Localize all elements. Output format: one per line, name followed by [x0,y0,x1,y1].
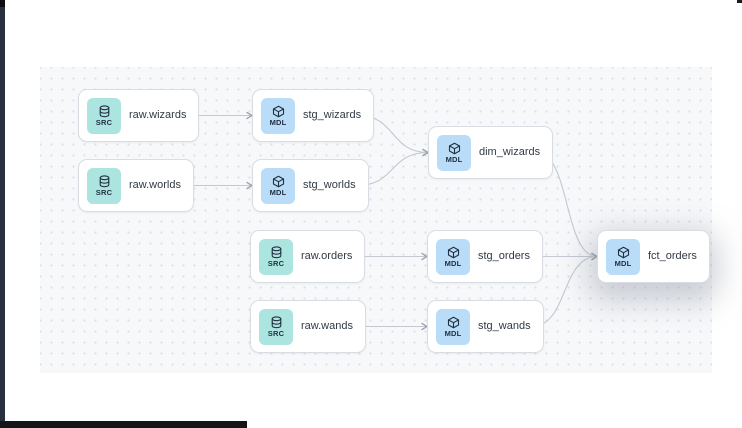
badge-label: SRC [267,328,285,338]
node-stg_wands[interactable]: MDL stg_wands [427,300,544,353]
badge-label: SRC [95,187,113,197]
database-icon [271,246,281,259]
node-type-badge: SRC [259,238,293,275]
node-label: raw.worlds [129,179,181,191]
node-label: raw.orders [301,250,353,262]
node-label: stg_orders [478,250,530,262]
node-type-badge: MDL [437,134,471,171]
node-label: stg_wands [478,320,531,332]
cube-icon [447,316,459,329]
window-frame-corner [737,0,742,3]
node-raw.wizards[interactable]: SRC raw.wizards [78,89,200,142]
database-icon [271,316,281,329]
node-type-badge: SRC [87,97,121,134]
badge-label: MDL [269,117,287,127]
node-raw.worlds[interactable]: SRC raw.worlds [78,159,194,212]
badge-label: SRC [267,258,285,268]
node-label: stg_wizards [303,109,362,121]
window-frame-left-cap [0,0,5,7]
node-stg_orders[interactable]: MDL stg_orders [427,230,543,283]
node-fct_orders[interactable]: MDL fct_orders [597,230,710,283]
database-icon [99,105,109,118]
node-label: raw.wizards [129,109,187,121]
cube-icon [617,246,629,259]
node-stg_wizards[interactable]: MDL stg_wizards [252,89,375,142]
window-frame-bottom [0,421,247,428]
badge-label: SRC [95,117,113,127]
database-icon [99,175,109,188]
cube-icon [272,175,284,188]
badge-label: MDL [444,328,462,338]
node-stg_worlds[interactable]: MDL stg_worlds [252,159,369,212]
badge-label: MDL [445,154,463,164]
node-type-badge: MDL [436,238,470,275]
node-type-badge: SRC [259,308,293,345]
node-type-badge: MDL [261,97,295,134]
badge-label: MDL [269,187,287,197]
node-type-badge: MDL [606,238,640,275]
node-raw.orders[interactable]: SRC raw.orders [250,230,366,283]
node-raw.wands[interactable]: SRC raw.wands [250,300,366,353]
window-frame-left [0,0,5,428]
node-label: fct_orders [648,250,697,262]
badge-label: MDL [444,258,462,268]
node-label: raw.wands [301,320,353,332]
node-label: dim_wizards [479,146,541,158]
node-label: stg_worlds [303,179,356,191]
node-type-badge: SRC [87,167,121,204]
cube-icon [447,246,459,259]
badge-label: MDL [614,258,632,268]
node-dim_wizards[interactable]: MDL dim_wizards [428,126,554,179]
node-type-badge: MDL [436,308,470,345]
cube-icon [272,105,284,118]
node-type-badge: MDL [261,167,295,204]
cube-icon [448,142,460,155]
